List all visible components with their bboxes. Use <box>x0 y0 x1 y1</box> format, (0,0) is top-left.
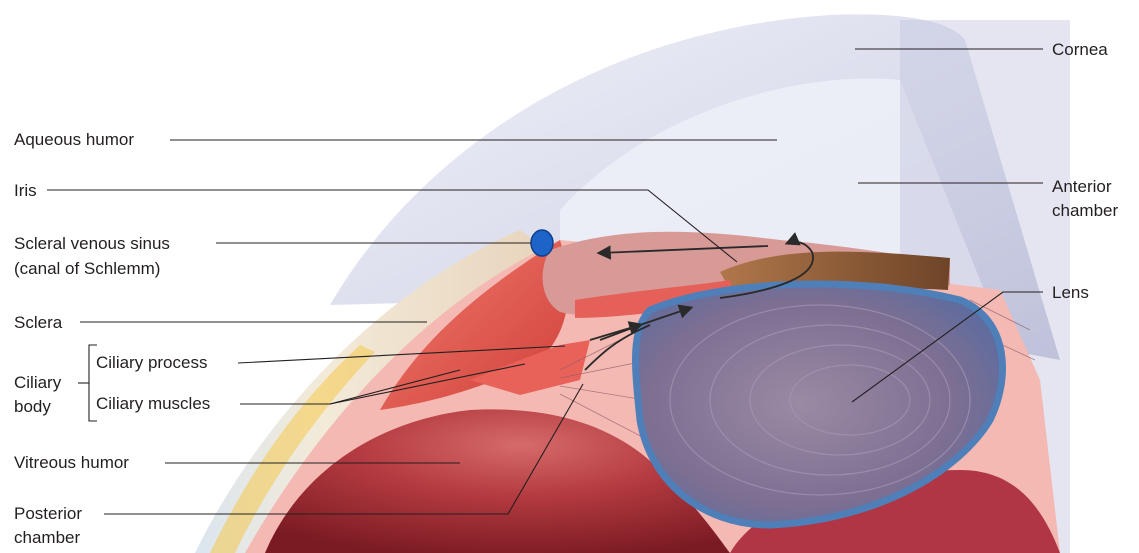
label-lens: Lens <box>1052 282 1089 303</box>
label-anterior-chamber-line2: chamber <box>1052 200 1118 221</box>
label-cornea: Cornea <box>1052 39 1108 60</box>
scleral-venous-sinus-shape <box>531 230 553 256</box>
label-anterior-chamber-line1: Anterior <box>1052 176 1112 197</box>
label-scleral-sinus-line1: Scleral venous sinus <box>14 233 170 254</box>
label-ciliary-process: Ciliary process <box>96 352 207 373</box>
label-vitreous-humor: Vitreous humor <box>14 452 129 473</box>
label-ciliary-muscles: Ciliary muscles <box>96 393 210 414</box>
label-posterior-chamber-line2: chamber <box>14 527 80 548</box>
label-iris: Iris <box>14 180 37 201</box>
label-ciliary-body-line1: Ciliary <box>14 372 61 393</box>
label-posterior-chamber-line1: Posterior <box>14 503 82 524</box>
label-ciliary-body-line2: body <box>14 396 51 417</box>
label-aqueous-humor: Aqueous humor <box>14 129 134 150</box>
label-sclera: Sclera <box>14 312 62 333</box>
label-scleral-sinus-line2: (canal of Schlemm) <box>14 258 160 279</box>
